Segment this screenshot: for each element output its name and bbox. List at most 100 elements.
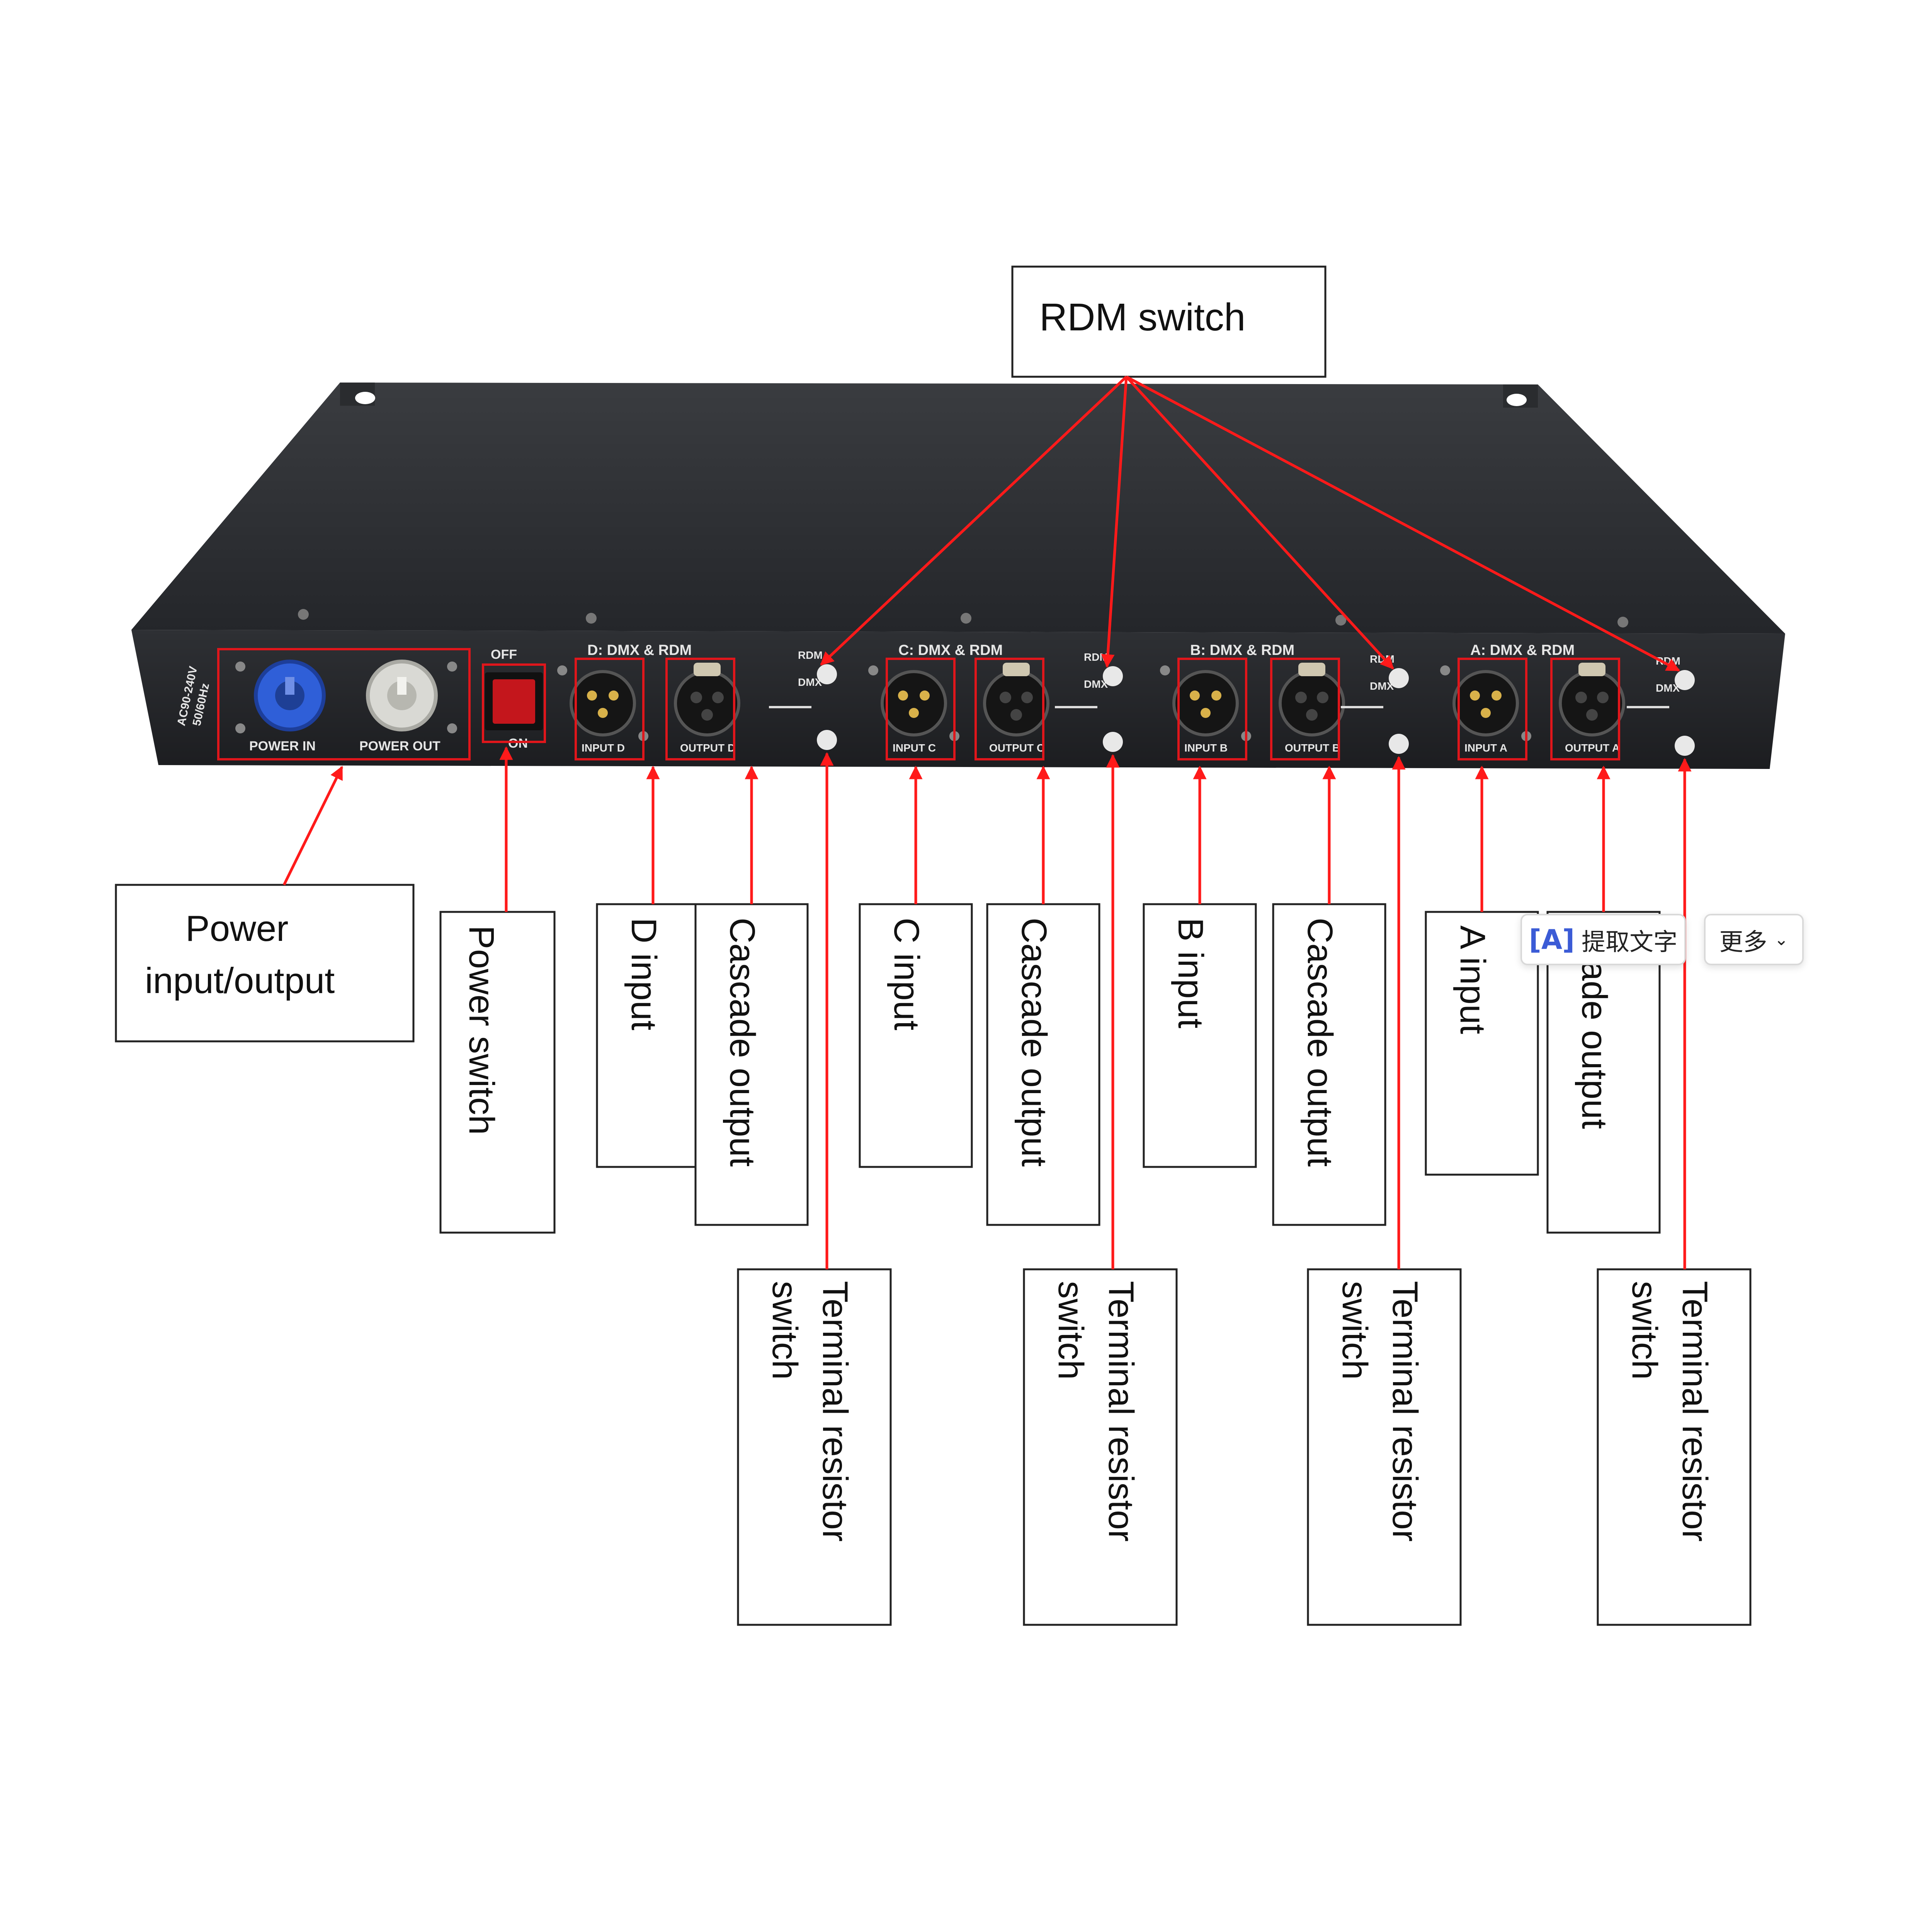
xlr-output-jack[interactable] [674,663,740,736]
screw [961,613,971,624]
rdm-dmx-switch[interactable] [1103,666,1123,686]
highlight-input-a [1458,658,1527,760]
arrow-rdm-b [1125,376,1394,670]
terminal-resistor-switch[interactable] [1103,732,1123,752]
more-label: 更多 [1719,927,1767,956]
terminal-label-line2: switch [1335,1281,1374,1380]
rdm-dmx-switch[interactable] [817,664,837,684]
ear-hole-right [1507,394,1527,406]
terminal-resistor-switch[interactable] [817,730,837,750]
channel-header: C: DMX & RDM [898,642,1003,658]
xlr-input-jack[interactable] [881,670,947,736]
highlight-output-d [665,658,735,760]
arrows [282,746,513,912]
output-jack-text: OUTPUT B [1285,742,1340,754]
power-out-connector[interactable] [366,660,438,731]
rdm-dmx-switch[interactable] [1675,670,1695,690]
extract-text-button[interactable]: [A] 提取文字 [1520,914,1686,965]
input-jack-text: INPUT D [582,742,625,754]
input-label: B input [1171,918,1210,1028]
input-jack-text: INPUT C [893,742,936,754]
screw [447,662,457,672]
arrow-rdm-c [1101,376,1128,668]
rdm-switch-label: RDM switch [1039,296,1245,339]
power-io-label-line1: Power [185,908,288,949]
chevron-down-icon: ⌄ [1774,930,1789,949]
callout-terminal-b: Terminal resistor switch [1307,1268,1462,1626]
on-text: ON [508,736,528,751]
output-jack-text: OUTPUT A [1565,742,1620,754]
terminal-label-line1: Terminal resistor [1675,1281,1714,1542]
highlight-input-d [575,658,645,760]
highlight-input-b [1177,658,1247,760]
power-switch-label: Power switch [462,925,501,1135]
ear-hole-left [355,392,375,404]
xlr-output-jack[interactable] [1279,663,1345,736]
input-jack-text: INPUT B [1184,742,1228,754]
callout-input-d: D input [596,903,710,1168]
callout-output-d: Cascade output [694,903,809,1226]
screw [586,613,597,624]
screw [235,662,245,672]
channel-header: D: DMX & RDM [587,642,692,658]
terminal-label-line1: Terminal resistor [1101,1281,1141,1542]
callout-power-io: Power input/output [115,884,415,1043]
rdm-text: RDM [798,649,823,661]
terminal-resistor-switch[interactable] [1675,736,1695,756]
highlight-output-b [1270,658,1340,760]
callout-input-b: B input [1143,903,1257,1168]
xlr-output-jack[interactable] [1559,663,1625,736]
terminal-resistor-switch[interactable] [1389,734,1409,754]
input-label: C input [887,918,926,1031]
chassis-top [131,383,1785,634]
power-in-connector[interactable] [254,660,326,731]
output-label: Cascade output [1014,918,1054,1167]
arrow-rdm-d [820,376,1128,666]
screw [1335,615,1346,626]
xlr-input-jack[interactable] [1452,670,1519,736]
channel-header: B: DMX & RDM [1190,642,1294,658]
channel-header: A: DMX & RDM [1470,642,1575,658]
terminal-label-line1: Terminal resistor [815,1281,855,1542]
output-jack-text: OUTPUT C [989,742,1044,754]
highlight-power-switch [482,663,546,743]
callout-output-c: Cascade output [986,903,1100,1226]
highlight-power-io [217,648,471,760]
callout-terminal-d: Terminal resistor switch [737,1268,892,1626]
off-text: OFF [491,647,517,662]
output-label: Cascade output [1300,918,1340,1167]
power-in-text: POWER IN [249,739,316,753]
highlight-input-c [886,658,956,760]
more-button[interactable]: 更多 ⌄ [1704,914,1804,965]
terminal-label-line2: switch [765,1281,804,1380]
rdm-dmx-switch[interactable] [1389,668,1409,688]
callout-output-b: Cascade output [1272,903,1386,1226]
callout-power-switch: Power switch [439,911,556,1234]
arrow-power-io [282,765,344,886]
callout-input-a: A input [1425,911,1539,1176]
extract-text-label: 提取文字 [1582,927,1678,956]
input-label: D input [624,918,663,1031]
output-label: Cascade output [723,918,762,1167]
rdm-text: RDM [1084,651,1109,663]
screw [1617,617,1628,628]
power-rocker-switch[interactable] [485,672,543,730]
xlr-input-jack[interactable] [570,670,636,736]
xlr-input-jack[interactable] [1172,670,1239,736]
highlight-output-a [1550,658,1620,760]
input-label: A input [1453,925,1492,1034]
terminal-label-line1: Terminal resistor [1385,1281,1425,1542]
xlr-output-jack[interactable] [983,663,1049,736]
highlight-output-c [975,658,1044,760]
screw [298,609,309,620]
terminal-label-line2: switch [1051,1281,1090,1380]
screw [235,723,245,733]
callout-rdm-switch: RDM switch [1011,265,1327,378]
